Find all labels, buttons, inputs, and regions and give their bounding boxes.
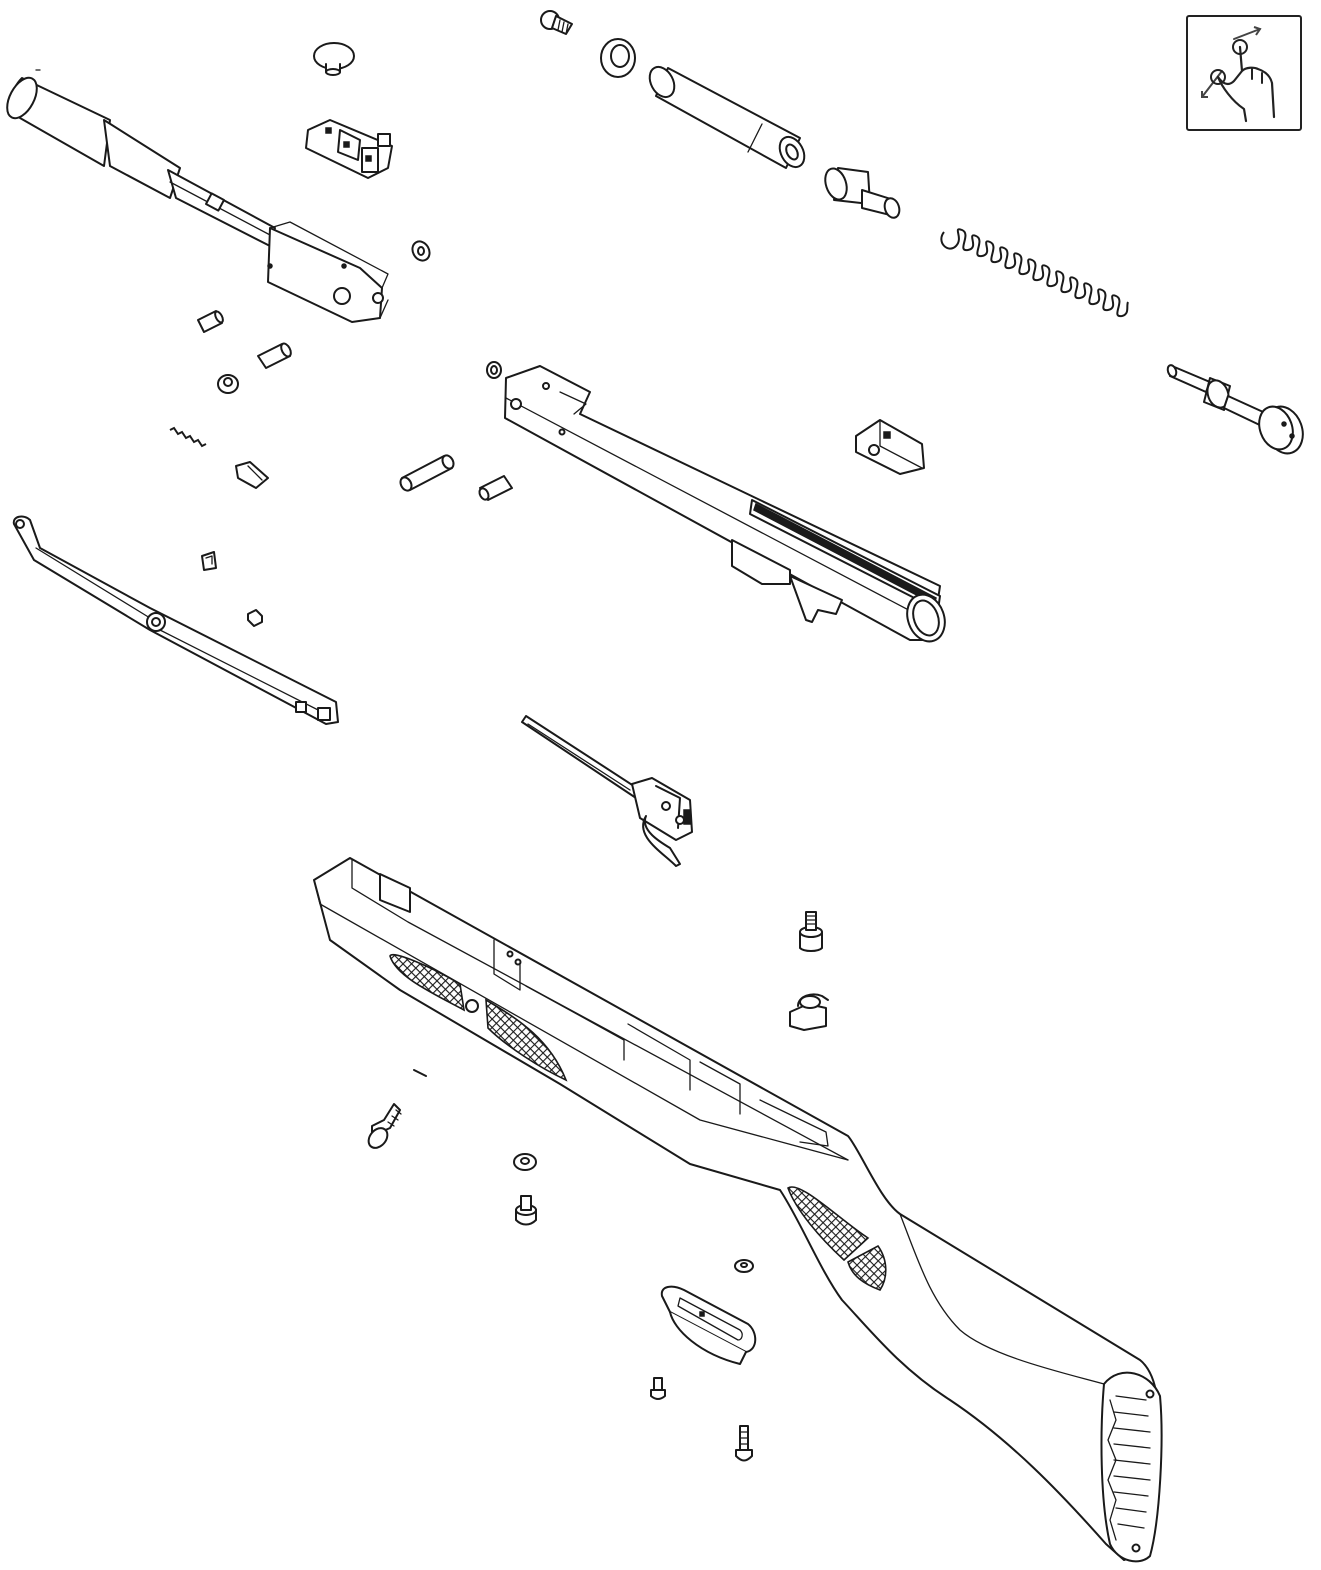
latch-block bbox=[235, 461, 269, 489]
end-cap-screw bbox=[540, 10, 573, 35]
seal-washer bbox=[600, 38, 636, 78]
mainspring bbox=[940, 228, 1129, 318]
pin-1 bbox=[197, 310, 224, 333]
spring-guide-tube bbox=[648, 65, 806, 169]
pinch-zoom-icon bbox=[1201, 26, 1276, 123]
roll-pin bbox=[413, 1069, 427, 1077]
washer-b bbox=[734, 1259, 754, 1273]
guard-screw-2 bbox=[735, 1425, 753, 1462]
sling-swivel bbox=[789, 993, 829, 1031]
scope-stop-block bbox=[855, 419, 925, 475]
pivot-pin-short bbox=[478, 475, 513, 501]
cocking-lever bbox=[12, 515, 339, 725]
pivot-pin-long bbox=[399, 454, 455, 492]
stock bbox=[313, 857, 1163, 1563]
small-nut bbox=[247, 609, 263, 627]
barrel-assembly bbox=[6, 69, 389, 323]
rear-sight bbox=[305, 119, 393, 179]
receiver-screw-head bbox=[486, 361, 502, 379]
small-washer bbox=[411, 240, 431, 262]
piston-head bbox=[824, 167, 901, 219]
detent-spring bbox=[169, 426, 207, 448]
stock-bolt bbox=[367, 1103, 402, 1149]
zoom-hint-button[interactable] bbox=[1186, 15, 1302, 131]
spring-guide-rod bbox=[1166, 364, 1304, 455]
rear-sight-knob bbox=[313, 42, 355, 76]
screw-a bbox=[515, 1195, 537, 1226]
trigger-guard bbox=[660, 1285, 757, 1365]
washer-nut bbox=[217, 374, 239, 394]
trigger-assembly bbox=[521, 715, 693, 867]
pin-2 bbox=[257, 342, 292, 369]
receiver-tube bbox=[504, 365, 946, 643]
sling-swivel-stud bbox=[799, 911, 823, 952]
washer-a bbox=[513, 1153, 537, 1171]
clip bbox=[201, 551, 217, 571]
guard-screw-1 bbox=[650, 1377, 666, 1400]
